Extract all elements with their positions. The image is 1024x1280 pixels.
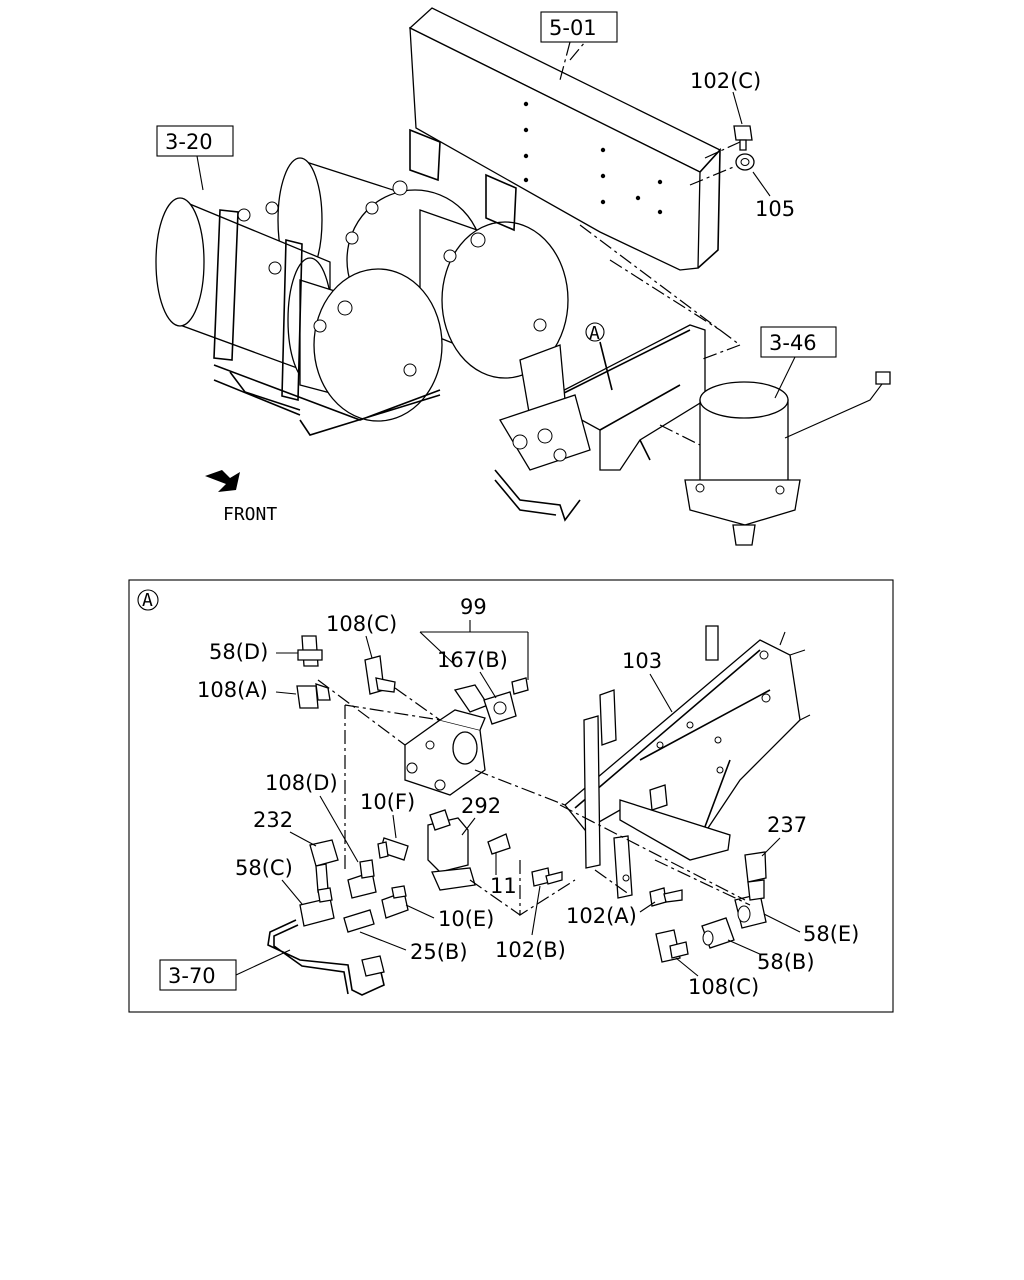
leader-105 [752,171,771,197]
svg-text:3-70: 3-70 [168,964,216,988]
fitting-11 [487,833,511,855]
upper-view: A 5-01 3-20 3-46 [155,7,891,546]
valve-bracket-assembly [494,324,706,522]
leader-102b [531,885,541,936]
front-arrow-icon [205,470,240,492]
solenoid-valve-292 [427,809,476,891]
mounting-guideline [579,224,742,446]
leader-167b [479,671,497,699]
label-10f: 10(F) [360,790,415,814]
fitting-58d [297,635,406,746]
leader-292 [461,817,476,836]
ref-box-3-20: 3-20 [156,125,234,191]
fitting-10e [381,885,409,919]
tee-58c [299,887,335,927]
fitting-10f [377,837,409,861]
elbow-108a [296,683,331,709]
air-dryer [684,371,891,546]
label-10e: 10(E) [438,907,494,931]
svg-text:3-46: 3-46 [769,331,817,355]
label-58b: 58(B) [757,950,815,974]
detail-marker-circle-a [137,589,159,611]
svg-text:5-01: 5-01 [549,16,597,40]
fitting-108d [347,859,377,899]
label-58c: 58(C) [235,856,293,880]
detail-marker-upper: A [589,323,600,344]
bracket-103 [564,625,811,899]
leader-25b [359,931,407,951]
leader-103 [649,673,673,713]
detail-guidelines [344,704,751,917]
detail-marker-circle [585,322,605,342]
pipe-nut [361,955,385,977]
label-167b: 167(B) [437,648,508,672]
label-292: 292 [461,794,501,818]
leader-232 [289,831,317,847]
label-11: 11 [490,874,517,898]
ref-box-5-01: 5-01 [540,11,618,81]
label-58e: 58(E) [803,922,859,946]
label-108d: 108(D) [265,771,338,795]
bolt-102b [531,867,563,887]
air-tank-rear-right [419,209,569,379]
bolt-102c [704,125,753,159]
ref-box-3-46: 3-46 [760,326,837,399]
ref-box-3-70: 3-70 [159,949,291,991]
label-108a: 108(A) [197,678,268,702]
tank-brackets [213,128,517,436]
fitting-25b [343,909,375,933]
leader-10e [405,904,435,919]
bolt-102a [649,887,683,907]
svg-text:3-20: 3-20 [165,130,213,154]
label-105: 105 [755,197,795,221]
label-108c-top: 108(C) [326,612,397,636]
label-99: 99 [460,595,487,619]
label-102a: 102(A) [566,904,637,928]
nut-167b [483,677,529,725]
leader-237 [761,837,781,857]
front-label: FRONT [223,504,277,525]
leader-99 [419,620,529,680]
label-58d: 58(D) [209,640,268,664]
elbow-232 [309,839,339,893]
leader-58b [727,939,763,956]
leader-108c-bottom [675,957,699,977]
relay-valve [404,684,489,796]
detail-view: A [128,579,894,1013]
leader-10f [392,814,397,839]
label-237: 237 [767,813,807,837]
label-232: 232 [253,808,293,832]
elbow-108c-top [364,655,441,721]
leader-58e [763,913,801,933]
elbow-108c-bottom [655,929,689,963]
detail-marker: A [142,590,153,611]
leader-A-upper [599,341,613,391]
leader-58c [281,879,303,905]
label-102c-upper: 102(C) [690,69,761,93]
nut-105 [689,153,755,186]
pipe-line [267,919,385,996]
leader-108a [275,691,297,695]
leader-108c-top [365,635,373,659]
label-103: 103 [622,649,662,673]
fitting-237 [744,851,767,901]
label-102b: 102(B) [495,938,566,962]
leader-108d [319,795,359,863]
frame-rail [408,7,722,271]
air-tank-front-right [299,268,443,422]
label-108c-bottom: 108(C) [688,975,759,999]
leader-102a [639,901,656,913]
leader-102c-upper [732,91,743,125]
coupling-58b [701,917,735,949]
label-25b: 25(B) [410,940,468,964]
detail-frame [128,579,894,1013]
